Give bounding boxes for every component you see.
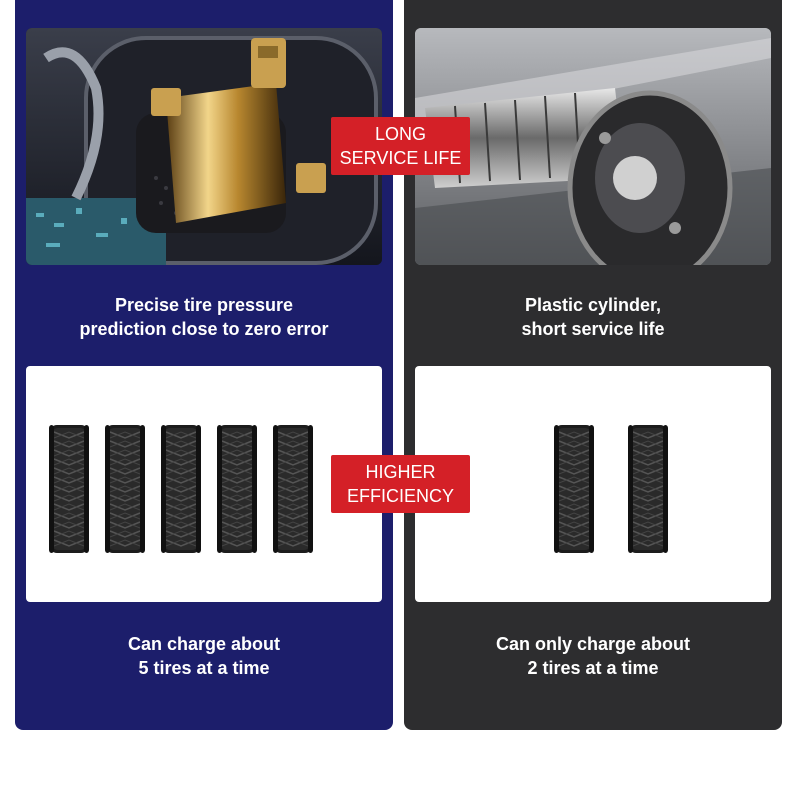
tire-icon (628, 425, 668, 553)
metal-cylinder-motor-photo (26, 28, 382, 265)
right-photo-caption: Plastic cylinder, short service life (404, 293, 782, 341)
plastic-cylinder-motor-photo (415, 28, 771, 265)
tire-icon (217, 425, 257, 553)
tire (160, 424, 202, 554)
badge-line: LONG (374, 124, 426, 144)
tire (272, 424, 314, 554)
right-tire-box (415, 366, 771, 602)
tire-icon (105, 425, 145, 553)
tire-icon (273, 425, 313, 553)
left-photo-caption: Precise tire pressure prediction close t… (15, 293, 393, 341)
tire-icon (554, 425, 594, 553)
caption-line: 2 tires at a time (527, 658, 659, 678)
tire (104, 424, 146, 554)
badge-line: HIGHER (365, 462, 436, 482)
left-comparison-panel: Precise tire pressure prediction close t… (15, 0, 393, 730)
caption-line: short service life (521, 319, 665, 339)
left-tire-box (26, 366, 382, 602)
caption-line: Plastic cylinder, (524, 295, 662, 315)
metal-cylinder-motor-illustration (26, 28, 382, 265)
tire (553, 424, 595, 554)
caption-line: Can only charge about (495, 634, 691, 654)
tire-icon (161, 425, 201, 553)
left-tire-caption: Can charge about 5 tires at a time (15, 632, 393, 680)
caption-line: Can charge about (127, 634, 281, 654)
tire (216, 424, 258, 554)
tire (48, 424, 90, 554)
plastic-cylinder-motor-illustration (415, 28, 771, 265)
tire (627, 424, 669, 554)
tire-icon (49, 425, 89, 553)
caption-line: prediction close to zero error (79, 319, 329, 339)
caption-line: 5 tires at a time (138, 658, 270, 678)
caption-line: Precise tire pressure (114, 295, 294, 315)
badge-line: EFFICIENCY (346, 486, 454, 506)
right-comparison-panel: Plastic cylinder, short service life Can… (404, 0, 782, 730)
right-tire-caption: Can only charge about 2 tires at a time (404, 632, 782, 680)
badge-line: SERVICE LIFE (339, 148, 462, 168)
higher-efficiency-badge: HIGHER EFFICIENCY (331, 455, 470, 513)
long-service-life-badge: LONG SERVICE LIFE (331, 117, 470, 175)
